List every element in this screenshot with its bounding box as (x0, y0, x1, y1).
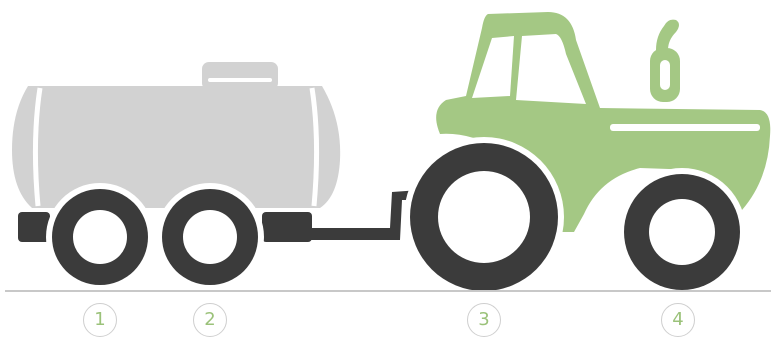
tank-hatch-line (208, 78, 272, 82)
axle-marker-4[interactable]: 4 (661, 303, 695, 337)
axle-marker-2[interactable]: 2 (193, 303, 227, 337)
wheel-4 (618, 168, 746, 296)
axle-marker-label: 3 (478, 311, 489, 329)
axle-marker-label: 4 (672, 311, 683, 329)
axle-marker-label: 2 (204, 311, 215, 329)
axle-marker-3[interactable]: 3 (467, 303, 501, 337)
hood-stripe (610, 124, 760, 131)
tank-hatch (202, 62, 278, 90)
ground-line (5, 290, 771, 292)
tank-body (12, 86, 340, 208)
wheel-2 (156, 183, 264, 291)
wheel-1 (46, 183, 154, 291)
wheel-3 (404, 137, 564, 297)
axle-marker-label: 1 (94, 311, 105, 329)
exhaust-slot (660, 60, 670, 90)
axle-marker-1[interactable]: 1 (83, 303, 117, 337)
trailer-frame-front (262, 212, 312, 242)
trailer-frame-rear (18, 212, 50, 242)
